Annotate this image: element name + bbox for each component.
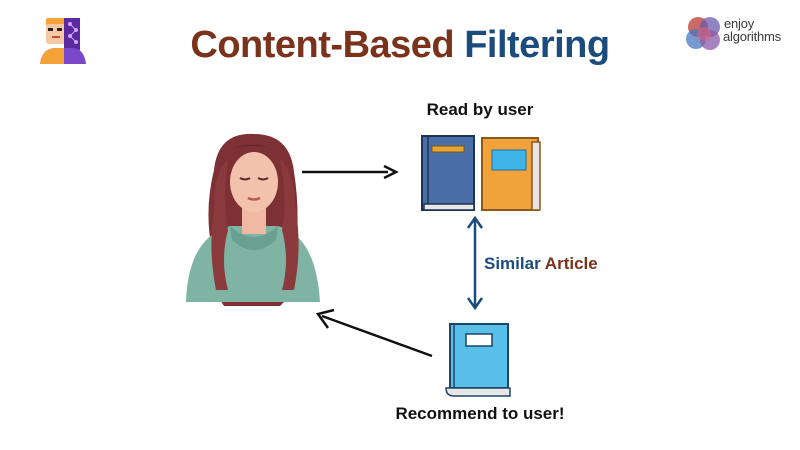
page-title: Content-Based Filtering	[0, 22, 800, 68]
arrow-to-user	[315, 308, 433, 358]
article-word: Article	[544, 254, 598, 273]
read-by-user-label: Read by user	[426, 100, 534, 119]
enjoyalgorithms-logo-icon	[686, 17, 720, 50]
title-part-2: Filtering	[464, 24, 610, 66]
similarity-arrow	[466, 216, 484, 310]
mascot-icon	[40, 18, 86, 64]
book-icon	[445, 323, 511, 397]
arrow-to-books	[302, 164, 399, 180]
similar-word: Similar	[484, 254, 541, 273]
brand-line-1: enjoy	[724, 16, 755, 31]
brand-name: enjoy algorithms	[723, 16, 781, 44]
user-woman-icon	[186, 133, 320, 306]
books-icon	[421, 135, 541, 211]
recommend-label: Recommend to user!	[395, 404, 565, 423]
brand-line-2: algorithms	[723, 29, 781, 44]
title-part-1: Content-Based	[190, 24, 455, 66]
similar-article-label: Similar Article	[484, 254, 598, 274]
